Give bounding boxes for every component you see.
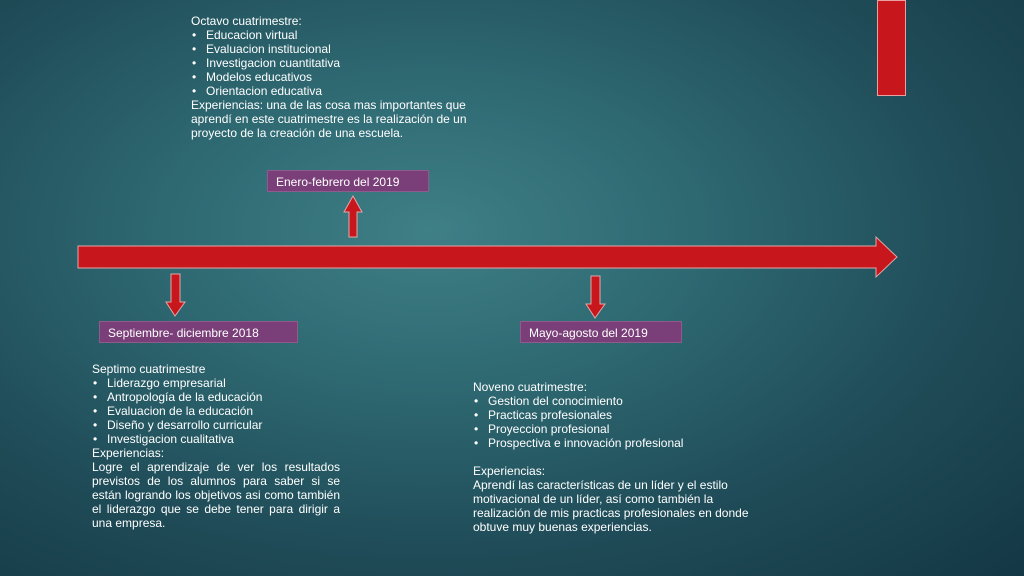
octavo-cuatrimestre-block: Octavo cuatrimestre: Educacion virtual E… [191,14,501,140]
list-item: Diseño y desarrollo curricular [92,418,340,432]
list-item: Prospectiva e innovación profesional [473,436,783,450]
experience-line: obtuve muy buenas experiencias. [473,520,652,534]
block-title: Noveno cuatrimestre: [473,380,588,394]
list-item: Gestion del conocimiento [473,394,783,408]
block-title: Septimo cuatrimestre [92,362,206,376]
list-item: Educacion virtual [191,28,501,42]
date-label: Enero-febrero del 2019 [276,175,400,189]
spacer [473,450,783,464]
experience-line: aprendí en este cuatrimestre es la reali… [191,112,467,126]
down-arrow-right [585,275,606,319]
list-item: Evaluacion institucional [191,42,501,56]
subject-list: Liderazgo empresarial Antropología de la… [92,376,340,446]
up-arrow [343,194,363,238]
date-box-mayo-agosto: Mayo-agosto del 2019 [520,321,682,343]
subject-list: Gestion del conocimiento Practicas profe… [473,394,783,450]
list-item: Antropología de la educación [92,390,340,404]
experience-line: motivacional de un líder, así como tambi… [473,492,714,506]
date-label: Mayo-agosto del 2019 [529,326,648,340]
block-title: Octavo cuatrimestre: [191,14,302,28]
date-box-enero-febrero: Enero-febrero del 2019 [267,170,429,192]
noveno-cuatrimestre-block: Noveno cuatrimestre: Gestion del conocim… [473,380,783,534]
list-item: Proyeccion profesional [473,422,783,436]
list-item: Orientacion educativa [191,84,501,98]
experience-text: Logre el aprendizaje de ver los resultad… [92,460,340,530]
experience-label: Experiencias: [473,464,546,478]
experience-label: Experiencias: [92,446,165,460]
list-item: Practicas profesionales [473,408,783,422]
date-label: Septiembre- diciembre 2018 [108,326,259,340]
list-item: Liderazgo empresarial [92,376,340,390]
date-box-septiembre-diciembre: Septiembre- diciembre 2018 [99,321,298,343]
list-item: Investigacion cuantitativa [191,56,501,70]
experience-line: Aprendí las características de un líder … [473,478,728,492]
septimo-cuatrimestre-block: Septimo cuatrimestre Liderazgo empresari… [92,362,340,530]
main-timeline-arrow [77,235,898,279]
list-item: Evaluacion de la educación [92,404,340,418]
subject-list: Educacion virtual Evaluacion institucion… [191,28,501,98]
list-item: Investigacion cualitativa [92,432,340,446]
experience-line: Experiencias: una de las cosa mas import… [191,98,466,112]
down-arrow-left [165,273,186,317]
list-item: Modelos educativos [191,70,501,84]
decorative-red-bar [877,0,906,96]
experience-line: proyecto de la creación de una escuela. [191,126,404,140]
experience-line: realización de mis practicas profesional… [473,506,749,520]
